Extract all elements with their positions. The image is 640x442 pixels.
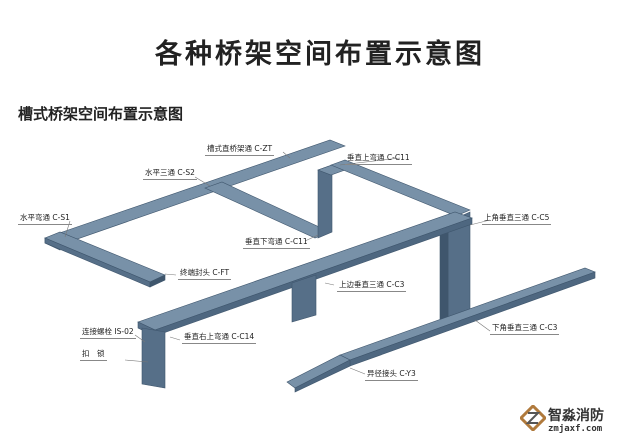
- label-cc11-up: 垂直上弯通 C-C11: [345, 152, 412, 165]
- label-cy3: 异径接头 C-Y3: [365, 368, 418, 381]
- label-cs2: 水平三通 C-S2: [143, 167, 197, 180]
- vertical-up-elbow-run: [330, 159, 471, 217]
- label-cc3-down: 下角垂直三通 C-C3: [490, 322, 560, 335]
- label-cc5: 上角垂直三通 C-C5: [482, 212, 552, 225]
- main-title: 各种桥架空间布置示意图: [155, 39, 485, 70]
- label-cs1: 水平弯通 C-S1: [18, 212, 72, 225]
- label-cc14: 垂直右上弯通 C-C14: [182, 331, 257, 344]
- vertical-right-up-elbow-drop: [141, 327, 166, 389]
- label-is02: 连接螺栓 IS-02: [80, 326, 136, 339]
- logo-icon: [520, 405, 546, 431]
- label-cc3-up: 上边垂直三通 C-C3: [337, 279, 407, 292]
- label-cft: 终端封头 C-FT: [178, 267, 232, 280]
- horizontal-tee-branch: [204, 181, 331, 239]
- logo-url: zmjaxf.com: [548, 424, 603, 434]
- label-cc11-down: 垂直下弯通 C-C11: [243, 236, 310, 249]
- upper-side-vertical-tee-drop: [291, 274, 317, 323]
- label-czt: 槽式直桥架通 C-ZT: [205, 143, 275, 156]
- horizontal-elbow-branch: [44, 231, 166, 283]
- reducer: [286, 354, 351, 389]
- logo-name: 智淼消防: [548, 408, 604, 424]
- vertical-down-elbow: [317, 164, 333, 239]
- label-kousuo: 扣 锁: [80, 348, 107, 361]
- subtitle: 槽式桥架空间布置示意图: [18, 105, 184, 123]
